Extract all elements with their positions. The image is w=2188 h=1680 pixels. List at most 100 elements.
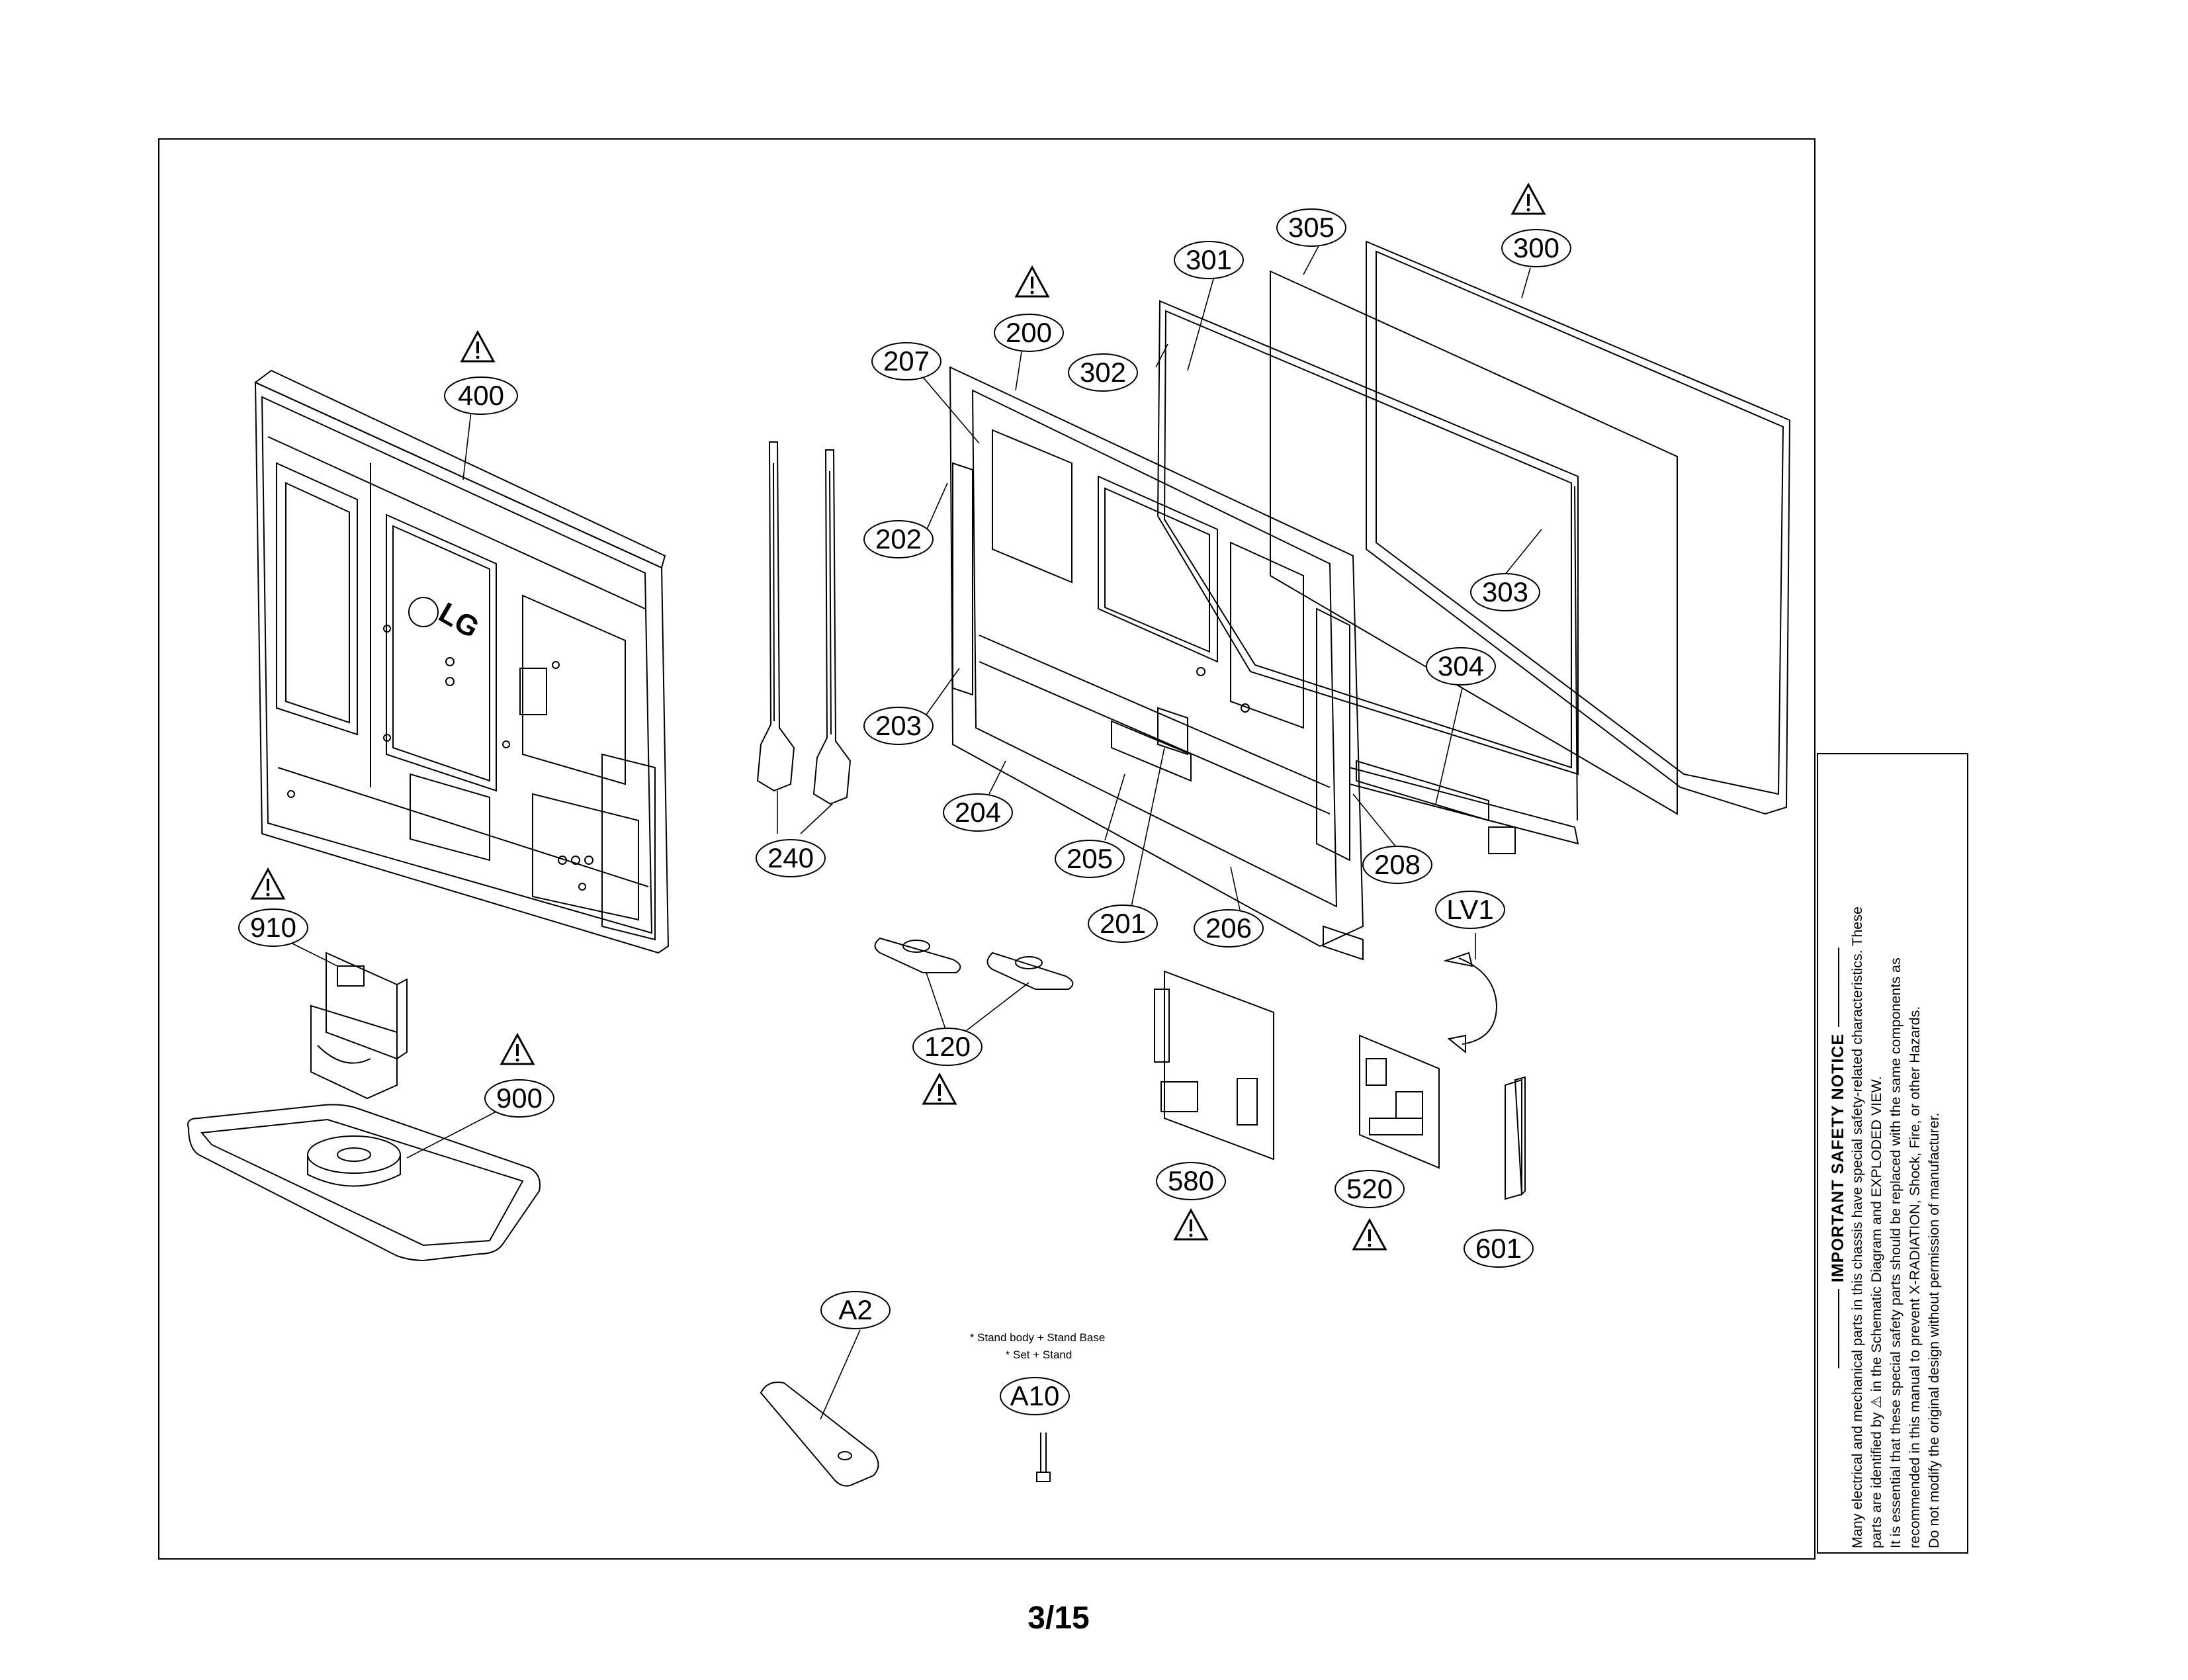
callout-label: 207 — [883, 345, 930, 376]
callout-label: 205 — [1067, 843, 1113, 874]
lg-logo-circle — [408, 597, 439, 627]
lcd-panel-part-300 — [1366, 240, 1791, 815]
callout-ellipse — [1000, 1377, 1070, 1415]
chassis-frame-part-200 — [949, 366, 1364, 948]
callout-207: 207 — [871, 342, 941, 380]
cable-part-lv1 — [1443, 951, 1498, 1054]
callout-a2: A2 — [820, 1291, 891, 1329]
callout-240: 240 — [756, 839, 826, 877]
side-bracket-part-601 — [1505, 1076, 1526, 1200]
callout-label: 208 — [1374, 849, 1421, 880]
back-cover-part-400 — [254, 369, 670, 954]
callout-a10: A10 — [1000, 1377, 1070, 1415]
callout-304: 304 — [1426, 647, 1496, 685]
callout-202: 202 — [863, 520, 934, 558]
callout-label: 304 — [1438, 650, 1484, 682]
callout-302: 302 — [1068, 353, 1138, 392]
callout-ellipse — [756, 839, 826, 877]
callout-520: 520 — [1335, 1170, 1405, 1208]
callout-ellipse — [1174, 241, 1244, 279]
callout-305: 305 — [1276, 208, 1346, 247]
callout-206: 206 — [1194, 909, 1264, 948]
callout-ellipse — [871, 342, 941, 380]
callout-ellipse — [1276, 208, 1346, 247]
callout-ellipse — [444, 376, 518, 415]
callout-303: 303 — [1470, 573, 1540, 611]
diagram-frame — [158, 138, 1816, 1560]
stand-note-line-2: * Set + Stand — [1006, 1348, 1072, 1361]
lg-logo: LG — [433, 596, 484, 644]
callout-ellipse — [863, 707, 934, 745]
panel-sheet-part-305 — [1270, 270, 1678, 815]
callout-ellipse — [1426, 647, 1496, 685]
callout-label: 240 — [767, 842, 814, 873]
stand-note-line-1: * Stand body + Stand Base — [970, 1331, 1106, 1344]
callout-900: 900 — [484, 1079, 554, 1118]
safety-notice-line: It is essential that these special safet… — [1888, 957, 1904, 1548]
callout-201: 201 — [1088, 905, 1158, 943]
callout-label: 300 — [1513, 232, 1559, 263]
safety-notice-title: IMPORTANT SAFETY NOTICE — [1829, 768, 1848, 1548]
callout-label: 203 — [875, 710, 922, 741]
safety-notice-line: Many electrical and mechanical parts in … — [1849, 906, 1865, 1548]
screw-part-a10 — [1036, 1433, 1051, 1482]
power-board-part-580 — [1154, 970, 1274, 1161]
stand-base-part-900 — [187, 1104, 541, 1262]
callout-ellipse — [1435, 891, 1505, 929]
callout-300: 300 — [1501, 229, 1571, 267]
speaker-part-120 — [874, 937, 1074, 990]
warning-icon — [500, 1034, 535, 1065]
callout-ellipse — [1068, 353, 1138, 392]
callout-ellipse — [1156, 1162, 1226, 1200]
callout-ellipse — [1055, 840, 1125, 878]
callout-label: 200 — [1006, 317, 1052, 348]
callout-580: 580 — [1156, 1162, 1226, 1200]
callout-203: 203 — [863, 707, 934, 745]
callout-400: 400 — [444, 376, 518, 415]
main-board-part-520 — [1359, 1034, 1440, 1169]
callout-ellipse — [1470, 573, 1540, 611]
callout-205: 205 — [1055, 840, 1125, 878]
callout-ellipse — [912, 1028, 983, 1066]
callout-label: 302 — [1080, 357, 1126, 388]
callout-label: 400 — [458, 380, 504, 411]
callout-label: 204 — [955, 797, 1001, 828]
stand-cover-part-a2 — [760, 1382, 879, 1487]
callout-label: 301 — [1186, 244, 1232, 275]
safety-notice-content: IMPORTANT SAFETY NOTICE Many electrical … — [1826, 768, 1952, 1548]
callout-ellipse — [484, 1079, 554, 1118]
callout-label: 120 — [924, 1031, 971, 1062]
callout-label: 305 — [1288, 212, 1335, 243]
warning-icon — [251, 868, 285, 900]
panel-frame-part-303 — [1349, 486, 1579, 845]
callout-label: LV1 — [1446, 894, 1494, 925]
leader-lines — [284, 243, 1542, 1420]
warning-icon — [922, 1073, 957, 1105]
callout-ellipse — [1194, 909, 1264, 948]
callout-label: 910 — [250, 912, 296, 943]
safety-notice-line: recommended in this manual to prevent X-… — [1907, 1006, 1923, 1548]
callout-label: 580 — [1168, 1165, 1214, 1196]
callout-ellipse — [1088, 905, 1158, 943]
callout-204: 204 — [943, 793, 1013, 832]
safety-notice-box — [1817, 753, 1968, 1554]
callout-label: A10 — [1010, 1380, 1060, 1411]
callout-label: 520 — [1346, 1173, 1393, 1204]
callout-ellipse — [994, 314, 1064, 352]
safety-notice-line: parts are identified by ⚠ in the Schemat… — [1868, 1076, 1884, 1548]
safety-notice-line: Do not modify the original design withou… — [1926, 1112, 1942, 1548]
callout-ellipse — [238, 908, 308, 947]
optical-sheet-part-301 — [1157, 300, 1579, 775]
panel-frame-part-304 — [1356, 760, 1516, 854]
callout-lv1: LV1 — [1435, 891, 1505, 929]
callout-label: 206 — [1205, 912, 1252, 944]
panel-frame-part-208 — [1323, 925, 1364, 961]
callout-label: A2 — [838, 1294, 872, 1325]
callout-label: 201 — [1100, 908, 1146, 939]
warning-icon — [1174, 1209, 1208, 1241]
callout-ellipse — [863, 520, 934, 558]
callout-ellipse — [1335, 1170, 1405, 1208]
warning-icon — [1352, 1219, 1387, 1251]
warning-icon — [1511, 183, 1546, 215]
